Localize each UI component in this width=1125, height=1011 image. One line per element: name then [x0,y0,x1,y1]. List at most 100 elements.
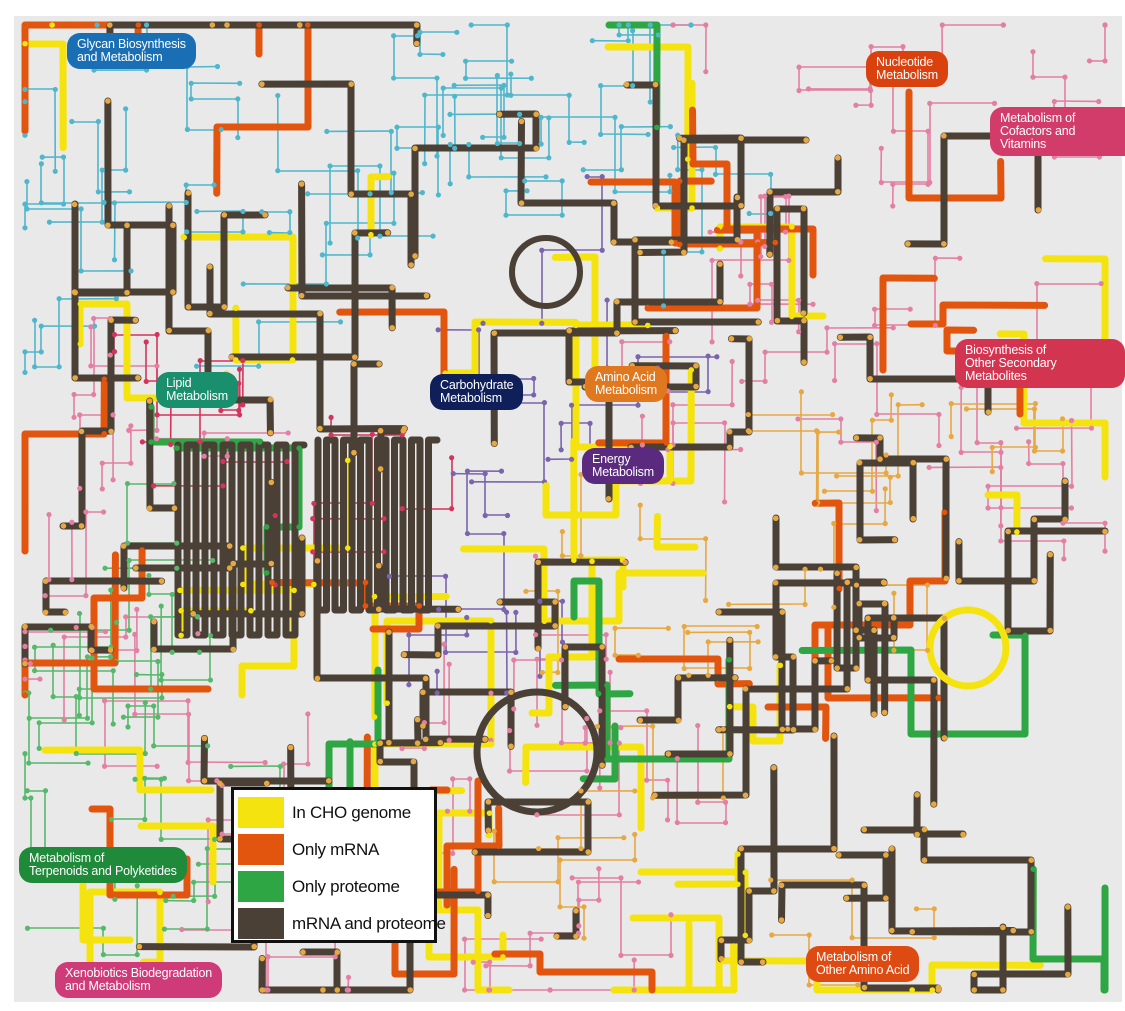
pathway-node [560,529,565,534]
pathway-node [372,714,378,720]
pathway-node [834,571,840,577]
pathway-node [206,899,211,904]
pathway-node [786,258,791,263]
pathway-node [563,644,569,650]
pathway-node [688,22,693,27]
pathway-node [708,178,714,184]
pathway-node [927,101,932,106]
pathway-node [715,227,721,233]
pathway-node [488,741,494,747]
pathway-node [128,461,133,466]
pathway-node [738,203,744,209]
pathway-node [747,681,753,687]
pathway-node [210,824,216,830]
pathway-node [666,751,672,757]
pathway-node [48,628,53,633]
pathway-node [959,450,964,455]
pathway-node [103,629,108,634]
pathway-node [534,657,539,662]
pathway-node [949,434,954,439]
pathway-node [286,430,291,435]
pathway-node [114,296,119,301]
pathway-node [1043,256,1049,262]
pathway-node [488,691,493,696]
pathway-node [464,632,469,637]
pathway-node [368,232,374,238]
pathway-node [237,367,242,372]
pathway-node [268,430,274,436]
pathway-node [310,516,315,521]
pathway-node [32,364,37,369]
pathway-node [648,99,653,104]
pathway-node [485,913,491,919]
pathway-node [22,370,27,375]
pathway-node [941,133,947,139]
pathway-node [632,957,637,962]
pathway-node [542,618,548,624]
pathway-node [654,22,660,28]
pathway-node [123,106,128,111]
pathway-node [72,289,78,295]
pathway-node [743,686,749,692]
nucleotide-metabolism-label: Nucleotide Metabolism [866,51,948,87]
pathway-node [108,352,113,357]
pathway-node [889,392,894,397]
pathway-node [414,22,420,28]
pathway-node [769,282,774,287]
pathway-node [101,200,106,205]
pathway-node [1096,99,1101,104]
pathway-node [392,972,398,978]
pathway-node [632,788,637,793]
pathway-node [533,111,539,117]
pathway-node [147,398,153,404]
pathway-node [74,751,79,756]
pathway-node [1102,475,1108,481]
pathway-node [22,676,27,681]
pathway-node [88,647,94,653]
pathway-node [560,553,565,558]
pathway-node [538,115,543,120]
pathway-node [170,650,175,655]
pathway-node [567,93,572,98]
pathway-node [1030,956,1036,962]
pathway-node [535,559,541,565]
pathway-node [689,205,695,211]
pathway-node [589,654,595,660]
pathway-node [570,875,575,880]
pathway-node [42,747,48,753]
pathway-node [758,254,763,259]
pathway-node [956,539,962,545]
pathway-node [844,895,850,901]
pathway-node [533,632,538,637]
pathway-node [123,634,128,639]
pathway-node [88,624,94,630]
pathway-node [462,987,467,992]
pathway-node [88,324,93,329]
pathway-node [378,428,384,434]
pathway-node [695,800,700,805]
pathway-node [769,932,774,937]
pathway-node [812,727,818,733]
pathway-node [690,107,696,113]
pathway-node [268,397,274,403]
pathway-node [832,341,837,346]
pathway-node [865,677,871,683]
pathway-node [879,180,884,185]
pathway-node [62,634,67,639]
pathway-node [779,917,785,923]
pathway-node [257,439,263,445]
pathway-node [795,416,800,421]
pathway-node [438,740,444,746]
pathway-node [155,412,160,417]
pathway-node [185,760,190,765]
pathway-node [612,723,618,729]
pathway-node [310,549,315,554]
pathway-node [889,846,895,852]
pathway-node [783,194,788,199]
pathway-node [891,325,896,330]
pathway-node [444,843,450,849]
pathway-node [240,358,245,363]
pathway-node [290,235,296,241]
pathway-node [810,273,816,279]
pathway-node [391,33,396,38]
